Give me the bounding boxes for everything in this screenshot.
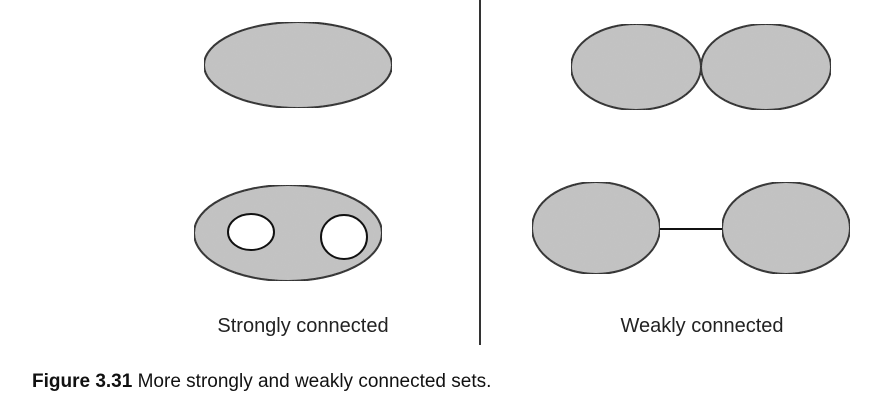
weakly-connected-label: Weakly connected xyxy=(620,315,784,337)
joined-ellipse-right xyxy=(721,181,851,275)
caption-text: More strongly and weakly connected sets. xyxy=(137,371,492,392)
joined-ellipse-left xyxy=(531,181,661,275)
hole-right xyxy=(320,214,368,260)
touching-ellipse-left xyxy=(570,23,702,111)
strong-set-with-holes xyxy=(193,184,383,282)
strongly-connected-label: Strongly connected xyxy=(217,315,389,337)
hole-left xyxy=(227,213,275,251)
line-joined-sets xyxy=(531,181,851,275)
touching-ellipse-right xyxy=(700,23,832,111)
strong-set-ellipse xyxy=(203,21,393,109)
touching-sets xyxy=(570,23,832,111)
figure-caption: Figure 3.31 More strongly and weakly con… xyxy=(32,371,491,393)
figure-number: Figure 3.31 xyxy=(32,371,133,392)
